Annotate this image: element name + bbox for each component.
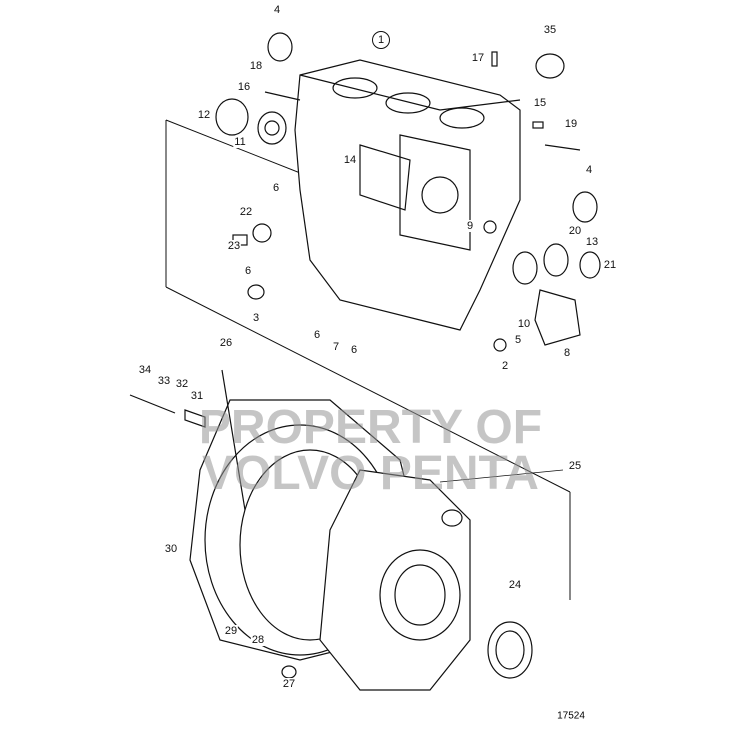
upper-small-parts [215,32,601,352]
callout: 23 [226,240,242,252]
callout: 12 [196,109,212,121]
callout: 29 [223,625,239,637]
callout: 24 [507,579,523,591]
callout: 19 [563,118,579,130]
callout: 6 [243,265,253,277]
callout: 18 [248,60,264,72]
callout: 20 [567,225,583,237]
callout: 35 [542,24,558,36]
callout: 6 [271,182,281,194]
callout: 21 [602,259,618,271]
callout: 10 [516,318,532,330]
callout: 2 [500,360,510,372]
callout: 3 [251,312,261,324]
callout: 31 [189,390,205,402]
callout: 9 [465,220,475,232]
callout: 13 [584,236,600,248]
callout: 26 [218,337,234,349]
watermark-line-1: PROPERTY OF [198,401,543,454]
callout: 30 [163,543,179,555]
figure-number: 17524 [557,710,585,722]
callout: 32 [174,378,190,390]
callout: 25 [567,460,583,472]
callout: 4 [272,4,282,16]
callout: 1 [372,31,390,49]
callout: 15 [532,97,548,109]
cylinder-block [294,59,521,331]
callout: 33 [156,375,172,387]
assembly-frame-lines [165,119,571,600]
callout: 27 [281,678,297,690]
callout: 5 [513,334,523,346]
callout: 17 [470,52,486,64]
callout: 16 [236,81,252,93]
callout: 7 [331,341,341,353]
watermark-line-2: VOLVO PENTA [202,447,539,500]
callout: 11 [233,136,247,148]
callout: 34 [137,364,153,376]
callout: 4 [584,164,594,176]
callout: 6 [312,329,322,341]
callout: 14 [342,154,358,166]
callout: 28 [250,634,266,646]
callout: 8 [562,347,572,359]
callout: 6 [349,344,359,356]
callout: 22 [238,206,254,218]
flywheel-housing [129,369,564,691]
